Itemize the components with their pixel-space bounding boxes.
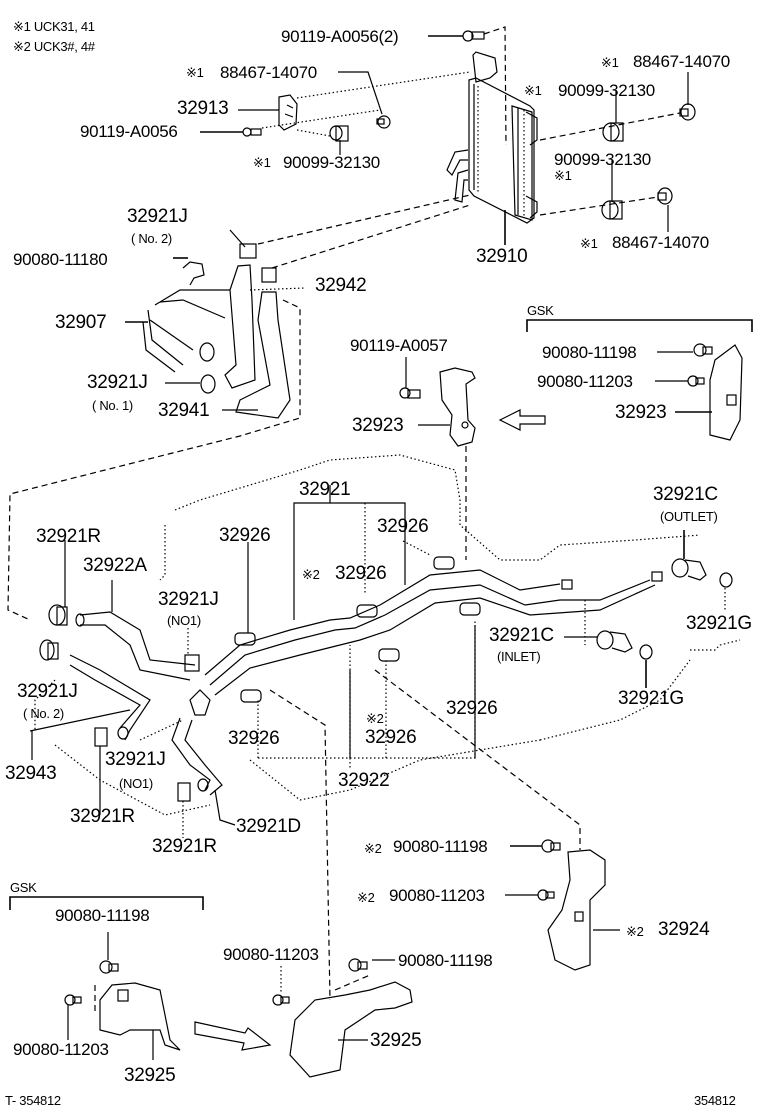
oil-cooler-32910-drawing	[446, 51, 538, 245]
mark-1: ※1	[580, 236, 598, 251]
label-inlet-sub: (INLET)	[497, 649, 541, 664]
hoses-upper-drawing	[7, 194, 471, 621]
bracket-32925-center-drawing	[272, 958, 413, 1078]
mark-1: ※1	[186, 65, 204, 80]
label-90080-11203-center[interactable]: 90080-11203	[223, 945, 319, 964]
bracket-32923-drawing	[399, 357, 546, 560]
footer-right-code: 354812	[694, 1093, 736, 1108]
mark-2: ※2	[302, 567, 320, 582]
bracket-32913-drawing	[200, 71, 471, 155]
bracket-32924-drawing	[374, 669, 620, 971]
label-32921g-bottom[interactable]: 32921G	[618, 688, 684, 709]
label-90119-a0056-2[interactable]: 90119-A0056(2)	[281, 27, 399, 46]
mark-1: ※1	[524, 83, 542, 98]
label-32926-d[interactable]: 32926	[228, 728, 280, 749]
note-1: ※1 UCK31, 41	[13, 19, 95, 34]
label-32926-e[interactable]: 32926	[365, 727, 417, 748]
label-gsk-bottom-90080-11203[interactable]: 90080-11203	[13, 1040, 109, 1059]
mark-1: ※1	[253, 155, 271, 170]
label-32925-center[interactable]: 32925	[370, 1030, 422, 1051]
label-32921g-top[interactable]: 32921G	[686, 613, 752, 634]
label-gsk-bottom-32925[interactable]: 32925	[124, 1065, 176, 1086]
label-32926-f[interactable]: 32926	[446, 698, 498, 719]
label-32921r-top[interactable]: 32921R	[36, 526, 101, 547]
label-no1-mid-sub: (NO1)	[167, 613, 201, 628]
label-32943[interactable]: 32943	[5, 763, 57, 784]
label-32921d[interactable]: 32921D	[236, 816, 301, 837]
label-90080-11198-center[interactable]: 90080-11198	[398, 951, 493, 970]
unions-32921c-drawing	[564, 530, 733, 688]
label-32921j-no1-top[interactable]: 32921J	[87, 372, 148, 393]
transmission-outline-drawing	[159, 454, 741, 801]
label-32926-a[interactable]: 32926	[219, 525, 271, 546]
label-32921j-no1-mid[interactable]: 32921J	[158, 589, 219, 610]
label-32913[interactable]: 32913	[177, 98, 229, 119]
label-32921j-no1-low[interactable]: 32921J	[105, 749, 166, 770]
gsk-top-group-drawing	[526, 319, 753, 441]
label-88467-14070-lower-right[interactable]: 88467-14070	[612, 233, 709, 252]
label-outlet-sub: (OUTLET)	[660, 509, 718, 524]
label-32921r-mid[interactable]: 32921R	[70, 806, 135, 827]
label-32922[interactable]: 32922	[338, 770, 390, 791]
label-90099-32130-left[interactable]: 90099-32130	[283, 153, 380, 172]
label-32923-left[interactable]: 32923	[352, 415, 404, 436]
label-88467-14070-left[interactable]: 88467-14070	[220, 63, 317, 82]
label-32921j-no2-left[interactable]: 32921J	[17, 681, 78, 702]
label-gsk-90080-11203[interactable]: 90080-11203	[537, 372, 633, 391]
label-90099-32130-upper-right[interactable]: 90099-32130	[558, 81, 655, 100]
mark-1: ※1	[554, 168, 572, 183]
label-gsk-bottom-90080-11198[interactable]: 90080-11198	[55, 906, 150, 925]
label-gsk-32923[interactable]: 32923	[615, 402, 667, 423]
mark-2: ※2	[366, 711, 384, 726]
mark-2: ※2	[357, 890, 375, 905]
label-gsk-top: GSK	[527, 303, 554, 318]
label-32941[interactable]: 32941	[158, 400, 210, 421]
note-2: ※2 UCK3#, 4#	[13, 39, 95, 54]
label-32942[interactable]: 32942	[315, 275, 367, 296]
label-90080-11203-right[interactable]: 90080-11203	[389, 886, 485, 905]
bolt-90119-a0056-2-drawing	[428, 26, 507, 146]
label-gsk-bottom: GSK	[10, 880, 37, 895]
label-32924[interactable]: 32924	[658, 919, 710, 940]
clamps-32926-drawing	[234, 540, 481, 703]
label-90099-32130-lower-right[interactable]: 90099-32130	[554, 150, 651, 169]
label-32921r-low[interactable]: 32921R	[152, 836, 217, 857]
label-32921[interactable]: 32921	[299, 479, 351, 500]
label-32907[interactable]: 32907	[55, 312, 107, 333]
label-no2-left-sub: ( No. 2)	[23, 706, 64, 721]
label-gsk-90080-11198[interactable]: 90080-11198	[542, 343, 637, 362]
gsk-bottom-group-drawing	[9, 896, 272, 1060]
hoses-lower-left-drawing	[29, 540, 331, 1001]
label-32926-c[interactable]: 32926	[335, 563, 387, 584]
label-32921j-no2-top[interactable]: 32921J	[127, 206, 188, 227]
label-32910[interactable]: 32910	[476, 246, 528, 267]
footer-left-code: T- 354812	[5, 1093, 61, 1108]
oil-cooler-tubes-drawing	[204, 485, 663, 770]
label-90119-a0056[interactable]: 90119-A0056	[80, 122, 178, 141]
label-90080-11198-right[interactable]: 90080-11198	[393, 837, 488, 856]
label-no1-low-sub: (NO1)	[119, 776, 153, 791]
label-32921c-outlet[interactable]: 32921C	[653, 484, 718, 505]
label-90080-11180[interactable]: 90080-11180	[13, 250, 108, 269]
mark-2: ※2	[364, 841, 382, 856]
right-grommets-drawing	[539, 72, 696, 232]
label-32921c-inlet[interactable]: 32921C	[489, 625, 554, 646]
mark-1: ※1	[601, 55, 619, 70]
label-no1-top-sub: ( No. 1)	[92, 398, 133, 413]
label-88467-14070-top-right[interactable]: 88467-14070	[633, 52, 730, 71]
label-no2-top-sub: ( No. 2)	[131, 231, 172, 246]
label-32926-b[interactable]: 32926	[377, 516, 429, 537]
label-90119-a0057[interactable]: 90119-A0057	[350, 336, 448, 355]
mark-2: ※2	[626, 924, 644, 939]
label-32922a[interactable]: 32922A	[83, 555, 147, 576]
